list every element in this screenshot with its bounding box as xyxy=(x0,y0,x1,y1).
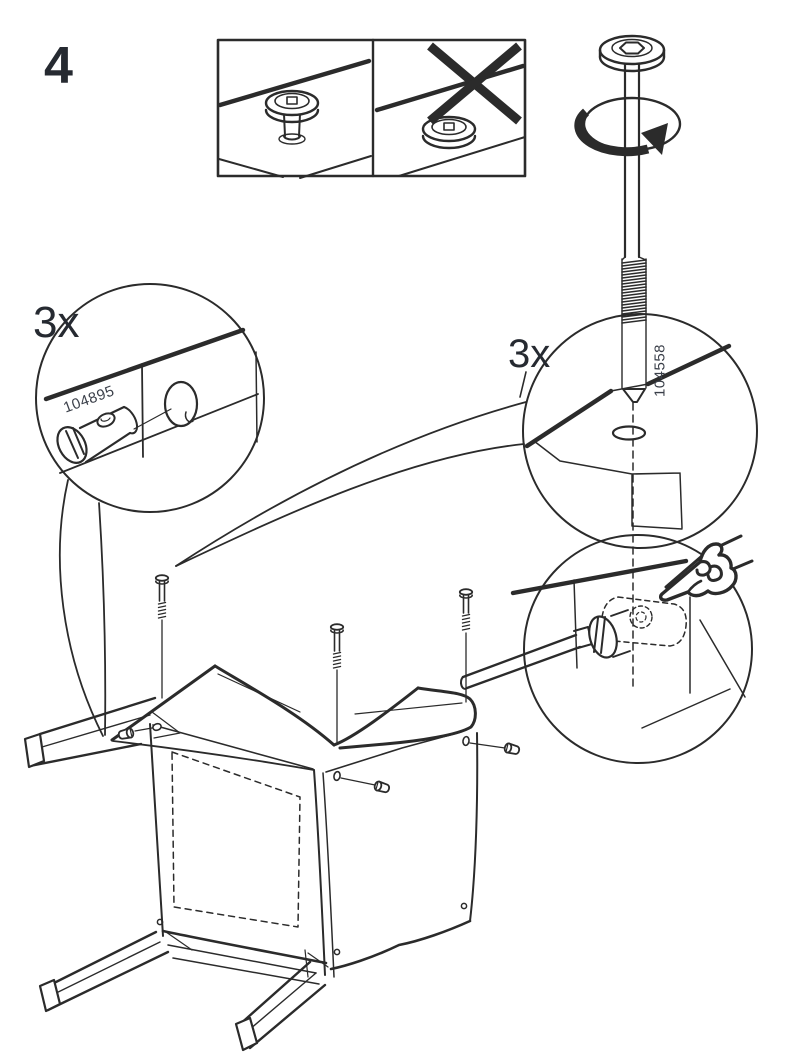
seat-pad-outline xyxy=(171,751,301,928)
side-panel-right xyxy=(325,731,479,971)
barrel-nut-small xyxy=(117,726,136,741)
step-number: 4 xyxy=(44,37,73,95)
bolt-threads xyxy=(621,256,647,403)
back-leg-left xyxy=(23,696,157,769)
drop-in-bolts xyxy=(154,574,474,745)
bubble-tail xyxy=(98,502,107,736)
nut-leader-line xyxy=(133,408,172,430)
bolt-quantity-label: 3x xyxy=(508,332,551,376)
x-mark-icon xyxy=(427,42,522,125)
chair-upside-down xyxy=(23,664,479,1052)
back-leg-right xyxy=(338,686,477,750)
hidden-nut-outline xyxy=(601,596,687,647)
front-leg-right xyxy=(234,960,327,1052)
bubble-tail xyxy=(58,479,104,737)
bolt-104558 xyxy=(574,34,682,403)
barrel-nut-markers xyxy=(117,722,522,795)
pilot-hole xyxy=(611,425,647,441)
detail-bubble-left xyxy=(35,283,265,513)
correct-bolt-icon xyxy=(217,58,372,179)
bolt-into-nut xyxy=(459,609,631,690)
incorrect-bolt-icon xyxy=(374,42,526,177)
drop-bolt xyxy=(458,588,474,703)
detail-bubble-bottom-right xyxy=(459,402,754,764)
do-dont-box xyxy=(216,38,527,179)
barrel-nut-small xyxy=(372,779,392,795)
leader-swoosh xyxy=(175,371,527,567)
rotate-arrow-icon xyxy=(574,96,682,157)
front-leg-left xyxy=(38,930,170,1013)
barrel-nut-104895 xyxy=(56,405,139,464)
barrel-nut-quantity-label: 3x xyxy=(33,298,80,347)
bolt-head xyxy=(598,34,666,73)
drop-bolt xyxy=(329,623,345,745)
barrel-nut-small xyxy=(502,741,522,757)
pointing-hand-icon xyxy=(658,534,754,602)
rail-hole xyxy=(163,380,199,428)
bolt-part-number: 104558 xyxy=(651,343,669,398)
drop-bolt xyxy=(154,574,170,699)
detail-bubble-top-right xyxy=(522,313,758,549)
